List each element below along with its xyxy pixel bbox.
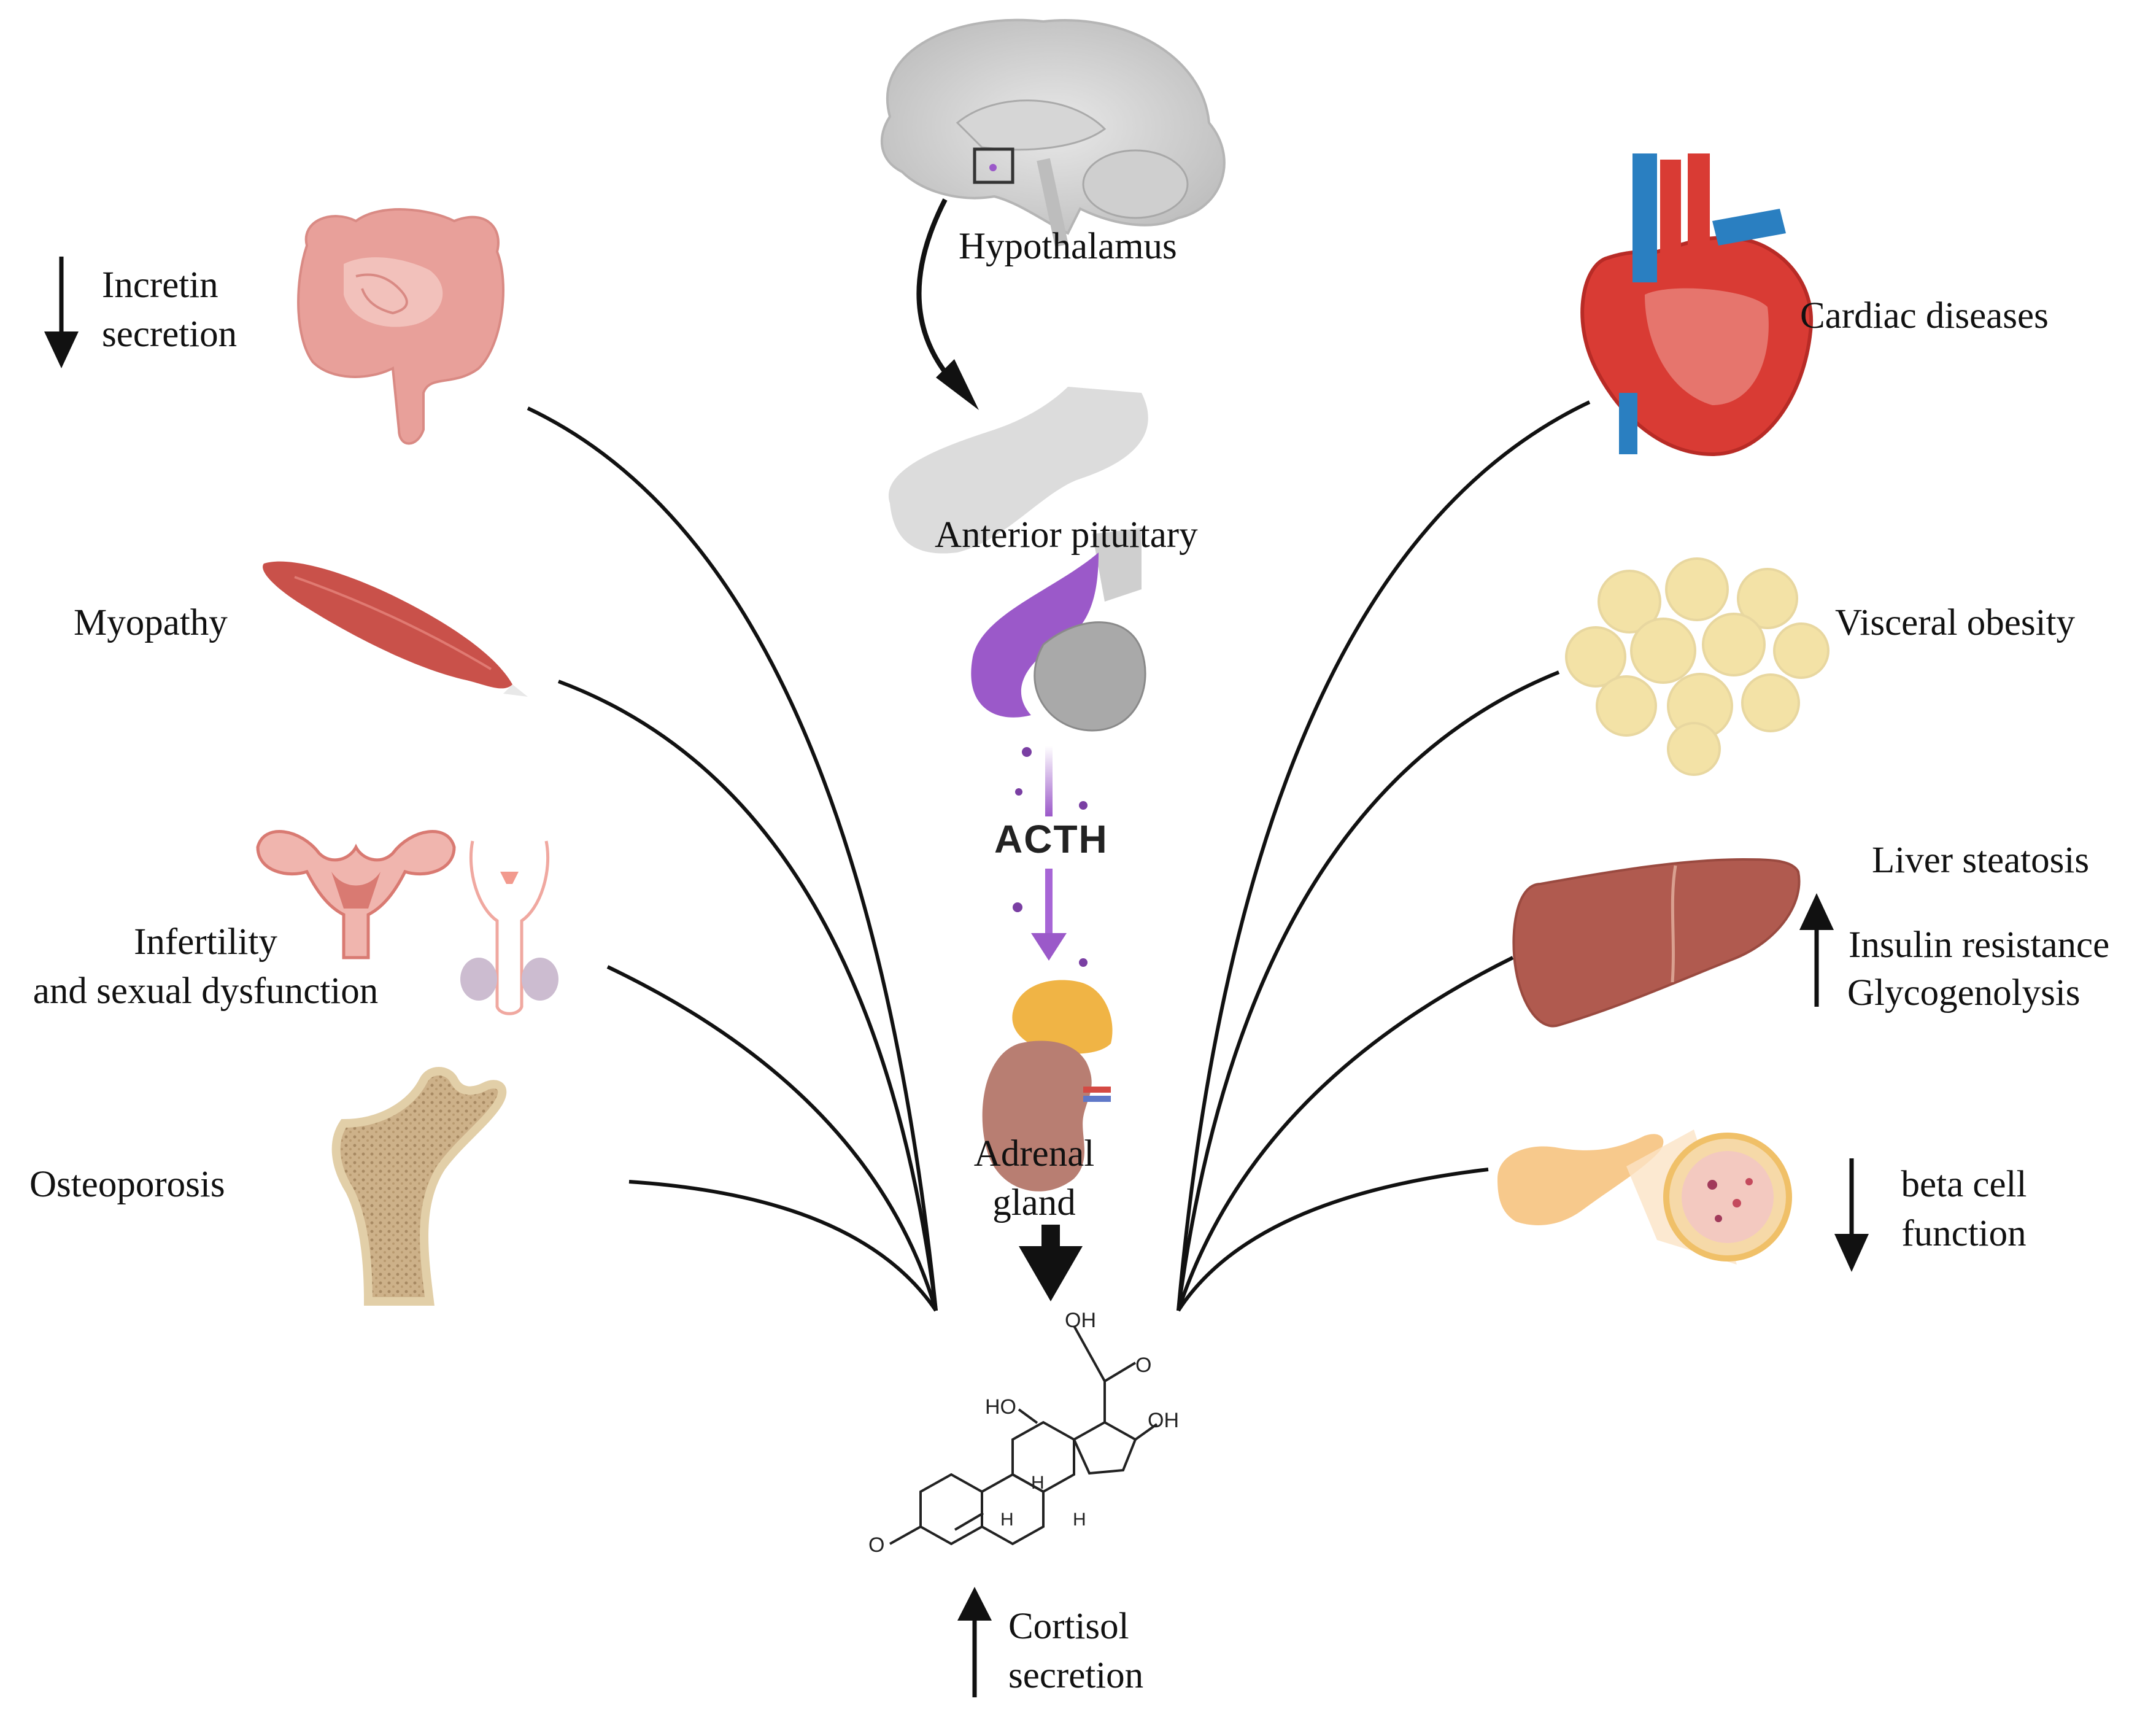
molecule-ho: HO [985, 1395, 1016, 1419]
posterior-lobe [1034, 621, 1146, 732]
cortisol-molecule [889, 1325, 1158, 1546]
intestine-icon [297, 208, 504, 445]
anterior-lobe [971, 552, 1099, 718]
label-incretin-line1: Incretin [102, 265, 218, 306]
acth-arrow-shaft-lower [1045, 869, 1053, 936]
bone-icon [331, 1067, 507, 1306]
label-cardiac-diseases: Cardiac diseases [1800, 295, 2049, 336]
muscle-icon [263, 561, 528, 697]
molecule-oh-top: OH [1065, 1309, 1096, 1332]
label-osteoporosis: Osteoporosis [29, 1164, 225, 1205]
label-acth: ACTH [994, 817, 1108, 861]
label-liver-steatosis: Liver steatosis [1872, 840, 2090, 881]
pancreas-icon [1497, 1130, 1792, 1265]
molecule-o-ketone: O [1135, 1354, 1151, 1377]
label-anterior-pituitary: Anterior pituitary [935, 514, 1198, 556]
label-beta-line2: function [1901, 1213, 2027, 1254]
molecule-h-2: H [1031, 1473, 1045, 1493]
label-cortisol-line1: Cortisol [1008, 1606, 1129, 1647]
molecule-h-3: H [1073, 1509, 1086, 1530]
label-incretin-secretion: Incretin secretion [102, 261, 237, 359]
label-glycogenolysis: Glycogenolysis [1847, 972, 2081, 1013]
molecule-oh-right: OH [1148, 1409, 1179, 1432]
label-adrenal-line2: gland [992, 1182, 1076, 1223]
label-adrenal-gland: Adrenal gland [967, 1130, 1102, 1228]
label-beta-cell-function: beta cell function [1878, 1160, 2050, 1258]
brain-illustration [881, 18, 1226, 247]
label-infertility: Infertility and sexual dysfunction [3, 918, 408, 1016]
connector-liver [1177, 956, 1514, 1311]
label-hypothalamus: Hypothalamus [959, 226, 1177, 267]
connector-pancreas [1177, 1168, 1489, 1312]
liver-icon [1512, 858, 1801, 1028]
label-cortisol-line2: secretion [1008, 1655, 1144, 1696]
pituitary-illustration [888, 387, 1148, 732]
connector-infertility [606, 965, 938, 1311]
connector-incretin [527, 406, 938, 1311]
connector-osteoporosis [628, 1180, 938, 1312]
connector-lines-left [527, 406, 938, 1312]
molecule-o-ring: O [868, 1533, 884, 1557]
adrenal-arrowhead [1019, 1246, 1083, 1301]
hypothalamus-box [973, 147, 1014, 184]
acth-arrow-shaft-upper [1045, 746, 1053, 816]
connector-cardiac [1177, 400, 1591, 1311]
kidney [982, 1041, 1092, 1192]
heart-icon [1580, 153, 1814, 457]
connector-myopathy [557, 680, 938, 1311]
label-incretin-line2: secretion [102, 314, 238, 355]
label-visceral-obesity: Visceral obesity [1835, 602, 2076, 643]
hypothalamus-arrowhead [936, 359, 979, 410]
acth-arrowhead [1031, 933, 1067, 961]
label-infertility-line2: and sexual dysfunction [33, 971, 379, 1012]
connector-lines-right [1177, 400, 1591, 1312]
adrenal-gland [1012, 980, 1113, 1054]
label-cortisol-secretion: Cortisol secretion [1008, 1602, 1143, 1700]
molecule-h-1: H [1000, 1509, 1014, 1530]
acth-molecules [1013, 747, 1088, 967]
label-adrenal-line1: Adrenal [973, 1133, 1095, 1174]
label-infertility-line1: Infertility [134, 921, 277, 963]
fat-cells-icon [1565, 557, 1830, 776]
label-myopathy: Myopathy [74, 602, 228, 643]
reproductive-organs-icon [256, 830, 558, 1015]
label-insulin-resistance: Insulin resistance [1849, 924, 2110, 966]
adrenal-arrow-shaft [1041, 1225, 1060, 1249]
adrenal-kidney-illustration [982, 980, 1113, 1192]
connector-visceral [1177, 670, 1560, 1311]
label-beta-line1: beta cell [1901, 1164, 2027, 1205]
